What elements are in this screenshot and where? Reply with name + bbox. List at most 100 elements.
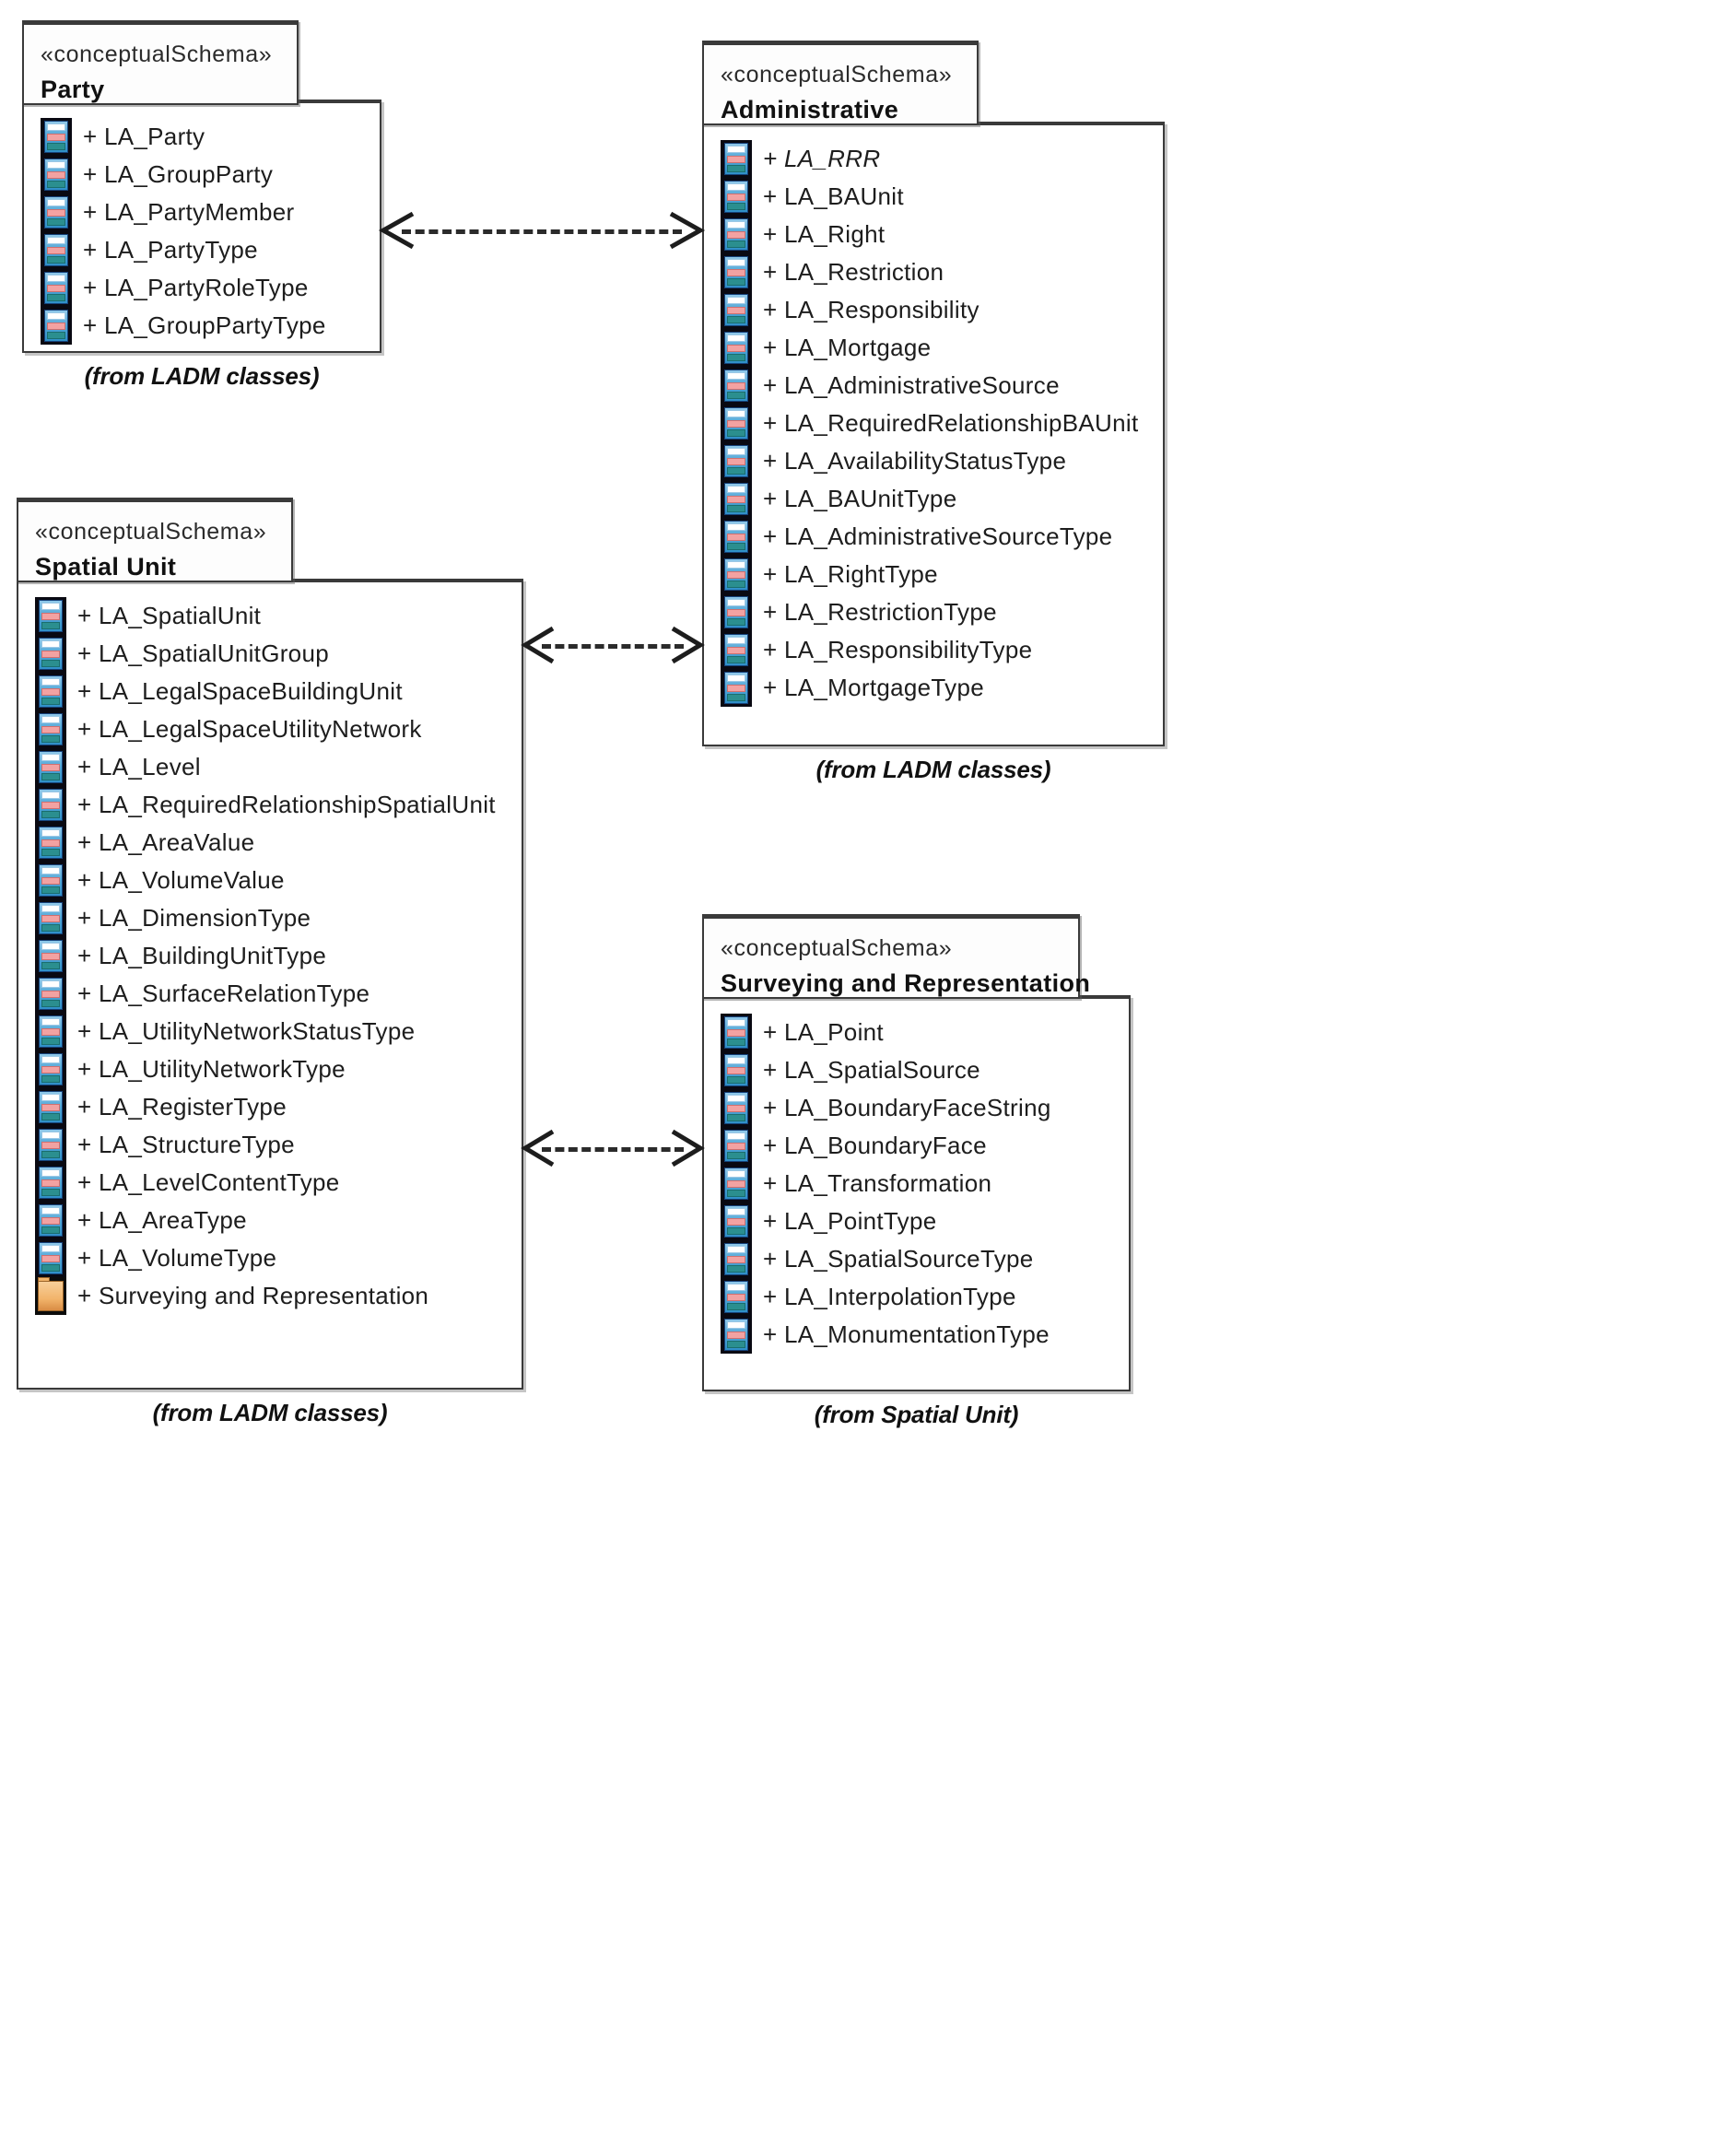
package-member[interactable]: + LA_SpatialSource xyxy=(721,1051,1051,1089)
uml-class-icon xyxy=(35,937,66,975)
package-member[interactable]: + LA_VolumeType xyxy=(35,1239,496,1277)
package-member-label: + LA_MortgageType xyxy=(763,674,984,701)
package-administrative-members: + LA_RRR+ LA_BAUnit+ LA_Right+ LA_Restri… xyxy=(721,140,1139,707)
package-member[interactable]: + LA_BuildingUnitType xyxy=(35,937,496,975)
uml-class-icon xyxy=(721,1051,752,1089)
package-member[interactable]: + LA_VolumeValue xyxy=(35,862,496,899)
uml-class-icon xyxy=(721,1316,752,1354)
package-member[interactable]: + LA_RequiredRelationshipBAUnit xyxy=(721,405,1139,442)
package-member[interactable]: + LA_AdministrativeSource xyxy=(721,367,1139,405)
package-member[interactable]: + LA_DimensionType xyxy=(35,899,496,937)
package-member[interactable]: + LA_ResponsibilityType xyxy=(721,631,1139,669)
package-party-tab[interactable]: «conceptualSchema» Party xyxy=(22,20,299,105)
package-member[interactable]: + LA_UtilityNetworkStatusType xyxy=(35,1013,496,1050)
package-member[interactable]: + LA_AvailabilityStatusType xyxy=(721,442,1139,480)
package-member[interactable]: + LA_LegalSpaceUtilityNetwork xyxy=(35,710,496,748)
uml-class-icon xyxy=(721,405,752,442)
package-member[interactable]: + LA_RequiredRelationshipSpatialUnit xyxy=(35,786,496,824)
package-member[interactable]: + LA_InterpolationType xyxy=(721,1278,1051,1316)
package-surveying-tab[interactable]: «conceptualSchema» Surveying and Represe… xyxy=(702,914,1090,999)
uml-class-icon xyxy=(721,367,752,405)
uml-class-icon xyxy=(35,1050,66,1088)
package-member[interactable]: + LA_AdministrativeSourceType xyxy=(721,518,1139,556)
package-member[interactable]: + LA_LevelContentType xyxy=(35,1164,496,1202)
package-member-label: + LA_SpatialUnit xyxy=(77,602,262,629)
package-member[interactable]: + LA_SpatialSourceType xyxy=(721,1240,1051,1278)
package-member[interactable]: + LA_StructureType xyxy=(35,1126,496,1164)
uml-class-icon xyxy=(721,253,752,291)
package-member[interactable]: + LA_PointType xyxy=(721,1203,1051,1240)
uml-class-icon xyxy=(41,269,72,307)
package-member[interactable]: + LA_RightType xyxy=(721,556,1139,593)
package-member-label: + LA_AdministrativeSource xyxy=(763,371,1060,399)
package-surveying-members: + LA_Point+ LA_SpatialSource + LA_Boundar… xyxy=(721,1014,1051,1354)
package-surveying-body[interactable]: + LA_Point+ LA_SpatialSource + LA_Boundar… xyxy=(702,995,1131,1391)
package-member[interactable]: + LA_BoundaryFaceString xyxy=(721,1089,1051,1127)
uml-class-icon xyxy=(721,1203,752,1240)
package-member[interactable]: + LA_Right xyxy=(721,216,1139,253)
package-spatial-unit-members: + LA_SpatialUnit + LA_SpatialUnitGroup + L… xyxy=(35,597,496,1315)
package-spatial-unit-body[interactable]: + LA_SpatialUnit + LA_SpatialUnitGroup + L… xyxy=(17,579,523,1390)
package-member[interactable]: + LA_GroupParty xyxy=(41,156,326,194)
package-member-label: + LA_RequiredRelationshipSpatialUnit xyxy=(77,791,496,818)
package-spatial-unit-caption: (from LADM classes) xyxy=(152,1399,388,1426)
package-member[interactable]: + LA_SpatialUnitGroup xyxy=(35,635,496,673)
package-member-label: + LA_PartyMember xyxy=(83,198,295,226)
package-member-label: + LA_PointType xyxy=(763,1207,937,1235)
package-member[interactable]: + LA_RestrictionType xyxy=(721,593,1139,631)
package-party-stereotype: «conceptualSchema» xyxy=(41,41,273,67)
package-member[interactable]: + LA_SurfaceRelationType xyxy=(35,975,496,1013)
package-member[interactable]: + LA_Party xyxy=(41,118,326,156)
package-member[interactable]: + LA_Transformation xyxy=(721,1165,1051,1203)
package-member[interactable]: + LA_MortgageType xyxy=(721,669,1139,707)
uml-package-icon xyxy=(35,1277,66,1315)
package-member[interactable]: + LA_BAUnitType xyxy=(721,480,1139,518)
package-member[interactable]: + LA_Mortgage xyxy=(721,329,1139,367)
package-member-label: + LA_UtilityNetworkStatusType xyxy=(77,1017,416,1045)
package-member-label: + LA_MonumentationType xyxy=(763,1320,1050,1348)
package-member[interactable]: + LA_AreaValue xyxy=(35,824,496,862)
uml-class-icon xyxy=(721,442,752,480)
package-member[interactable]: + LA_RegisterType xyxy=(35,1088,496,1126)
connector-spatialunit-surveying[interactable] xyxy=(521,1129,705,1167)
package-administrative-stereotype: «conceptualSchema» xyxy=(721,62,953,88)
package-member[interactable]: + Surveying and Representation xyxy=(35,1277,496,1315)
connector-line xyxy=(542,1147,684,1152)
package-member-label: + LA_GroupParty xyxy=(83,160,274,188)
connector-spatialunit-administrative[interactable] xyxy=(521,626,705,664)
package-member[interactable]: + LA_Level xyxy=(35,748,496,786)
uml-class-icon xyxy=(41,194,72,231)
package-member-label: + LA_Party xyxy=(83,123,205,150)
package-member[interactable]: + LA_Responsibility xyxy=(721,291,1139,329)
connector-party-administrative[interactable] xyxy=(378,211,706,250)
package-member[interactable]: + LA_Point xyxy=(721,1014,1051,1051)
package-member[interactable]: + LA_BAUnit xyxy=(721,178,1139,216)
package-member-label: + LA_SpatialUnitGroup xyxy=(77,639,329,667)
package-member[interactable]: + LA_GroupPartyType xyxy=(41,307,326,345)
package-member-label: + LA_BoundaryFaceString xyxy=(763,1094,1051,1121)
package-member[interactable]: + LA_AreaType xyxy=(35,1202,496,1239)
uml-class-icon xyxy=(721,1278,752,1316)
package-member[interactable]: + LA_PartyMember xyxy=(41,194,326,231)
package-member-label: + Surveying and Representation xyxy=(77,1282,429,1309)
package-member[interactable]: + LA_PartyRoleType xyxy=(41,269,326,307)
package-member[interactable]: + LA_RRR xyxy=(721,140,1139,178)
package-spatial-unit-tab[interactable]: «conceptualSchema» Spatial Unit xyxy=(17,498,293,582)
package-member[interactable]: + LA_SpatialUnit xyxy=(35,597,496,635)
uml-class-icon xyxy=(721,178,752,216)
package-member[interactable]: + LA_Restriction xyxy=(721,253,1139,291)
uml-class-icon xyxy=(35,975,66,1013)
package-member[interactable]: + LA_UtilityNetworkType xyxy=(35,1050,496,1088)
uml-class-icon xyxy=(721,1240,752,1278)
package-member-label: + LA_LevelContentType xyxy=(77,1168,340,1196)
package-member[interactable]: + LA_LegalSpaceBuildingUnit xyxy=(35,673,496,710)
package-member-label: + LA_RRR xyxy=(763,145,881,172)
package-member[interactable]: + LA_BoundaryFace xyxy=(721,1127,1051,1165)
package-member[interactable]: + LA_MonumentationType xyxy=(721,1316,1051,1354)
package-administrative-body[interactable]: + LA_RRR+ LA_BAUnit+ LA_Right+ LA_Restri… xyxy=(702,122,1165,746)
package-member-label: + LA_RequiredRelationshipBAUnit xyxy=(763,409,1139,437)
package-member[interactable]: + LA_PartyType xyxy=(41,231,326,269)
package-party-body[interactable]: + LA_Party + LA_GroupParty + LA_PartyMembe… xyxy=(22,100,381,353)
package-administrative-tab[interactable]: «conceptualSchema» Administrative xyxy=(702,41,979,125)
